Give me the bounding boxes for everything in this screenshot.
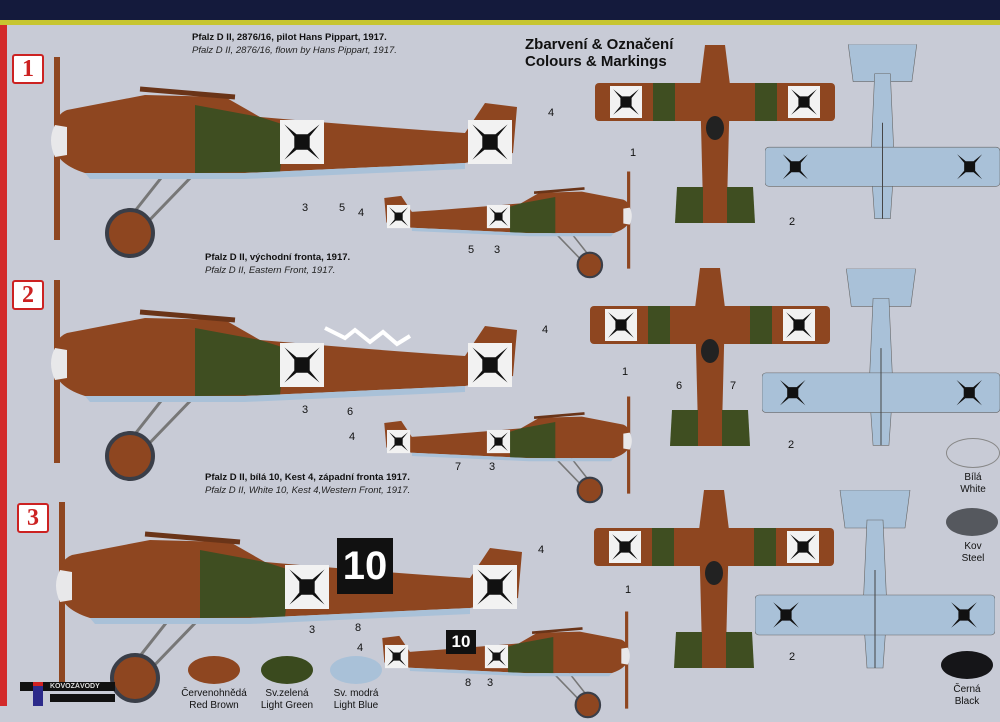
bottom-view	[762, 268, 1000, 448]
scheme-title-en: Pfalz D II, White 10, Kest 4,Western Fro…	[205, 485, 411, 496]
yellow-stripe	[0, 20, 1000, 25]
callout: 4	[349, 431, 356, 443]
scheme-number-badge: 2	[12, 280, 44, 310]
callout: 8	[355, 622, 362, 634]
callout: 8	[465, 677, 472, 689]
callout: 1	[622, 366, 629, 378]
callout: 2	[789, 651, 796, 663]
red-edge	[0, 25, 7, 706]
callout: 7	[455, 461, 462, 473]
callout: 1	[625, 584, 632, 596]
swatch-light-green	[261, 656, 313, 684]
callout: 2	[789, 216, 796, 228]
callout: 3	[309, 624, 316, 636]
callout: 4	[542, 324, 549, 336]
swatch-red-brown	[188, 656, 240, 684]
fuselage-code: 10	[337, 538, 393, 594]
heading-en: Colours & Markings	[525, 53, 667, 70]
swatch-black	[941, 651, 993, 679]
callout: 6	[676, 380, 683, 392]
callout: 3	[302, 404, 309, 416]
callout: 5	[468, 244, 475, 256]
scheme-number-badge: 1	[12, 54, 44, 84]
callout: 3	[487, 677, 494, 689]
scheme-title-cz: Pfalz D II, bílá 10, Kest 4, západní fro…	[205, 472, 410, 483]
callout: 3	[302, 202, 309, 214]
callout: 3	[494, 244, 501, 256]
callout: 4	[538, 544, 545, 556]
scheme-number-badge: 3	[17, 503, 49, 533]
callout: 5	[339, 202, 346, 214]
brand-name: KOVOZÁVODY	[50, 683, 100, 690]
callout: 1	[630, 147, 637, 159]
scheme-title-cz: Pfalz D II, východní fronta, 1917.	[205, 252, 351, 263]
heading-cz: Zbarvení & Označení	[525, 36, 674, 53]
swatch-light-blue	[330, 656, 382, 684]
side-view-large	[45, 268, 525, 488]
callout: 4	[548, 107, 555, 119]
callout: 4	[358, 207, 365, 219]
callout: 2	[788, 439, 795, 451]
callout: 6	[347, 406, 354, 418]
swatch-white	[946, 438, 1000, 468]
callout: 4	[357, 642, 364, 654]
brand-logo: KOVOZÁVODY	[20, 682, 115, 706]
heading: Zbarvení & Označení Colours & Markings	[525, 36, 673, 70]
fuselage-code-small: 10	[446, 630, 476, 654]
top-border	[0, 0, 1000, 20]
swatch-steel	[946, 508, 998, 536]
scheme-title-en: Pfalz D II, 2876/16, flown by Hans Pippa…	[192, 45, 397, 56]
callout: 7	[730, 380, 737, 392]
bottom-view	[765, 40, 1000, 225]
callout: 3	[489, 461, 496, 473]
scheme-title-en: Pfalz D II, Eastern Front, 1917.	[205, 265, 336, 276]
scheme-title-cz: Pfalz D II, 2876/16, pilot Hans Pippart,…	[192, 32, 387, 43]
